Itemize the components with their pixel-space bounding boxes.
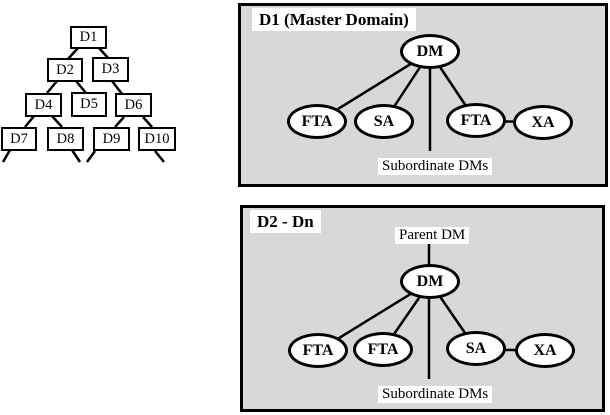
tree-node-d1: D1 [70,26,107,49]
sa-node: SA [354,104,414,139]
parent-dm-label: Parent DM [395,227,470,244]
panel-title: D1 (Master Domain) [252,8,416,32]
edge-d4-d7 [24,115,35,128]
sa-node: SA [446,331,506,366]
edge-d6-d9 [114,116,125,128]
dm-node: DM [400,34,460,69]
fta-node: FTA [287,104,347,139]
master-domain-panel: D1 (Master Domain) DM FTA SA FTA XA Subo… [238,3,608,187]
subordinate-dms-label: Subordinate DMs [378,386,493,403]
edge-d1-d2 [67,47,79,60]
edge-d2-d4 [46,80,58,94]
panel-title: D2 - Dn [250,210,321,234]
tree-node-d5: D5 [71,92,107,117]
fta-node: FTA [353,332,413,367]
stub-d10 [154,150,165,163]
tree-node-d6: D6 [115,93,152,117]
fta-node: FTA [446,103,506,138]
subordinate-domain-panel: D2 - Dn Parent DM DM FTA FTA SA XA Subor… [240,205,605,412]
stub-d8 [70,149,82,163]
edge-d4-d8 [51,115,63,128]
xa-node: XA [513,105,573,140]
stub-d7 [1,149,12,163]
fta-node: FTA [288,333,348,368]
xa-node: XA [515,333,575,368]
tree-node-d3: D3 [92,57,129,82]
tree-node-d8: D8 [47,127,84,151]
stub-d9 [85,150,97,163]
tree-node-d10: D10 [138,127,176,151]
tree-edges [1,47,165,163]
subordinate-dms-label: Subordinate DMs [378,158,493,175]
edge-d3-d6 [111,80,123,95]
domain-tree: D1 D2 D3 D4 D5 D6 D7 D8 D9 D10 [0,0,200,180]
tree-node-d4: D4 [25,93,62,117]
edge-d6-d10 [142,116,153,128]
edge-d2-d5 [75,80,87,94]
tree-node-d2: D2 [47,58,83,82]
tree-node-d9: D9 [93,127,130,151]
tree-node-d7: D7 [1,127,37,151]
dm-node: DM [400,264,460,299]
